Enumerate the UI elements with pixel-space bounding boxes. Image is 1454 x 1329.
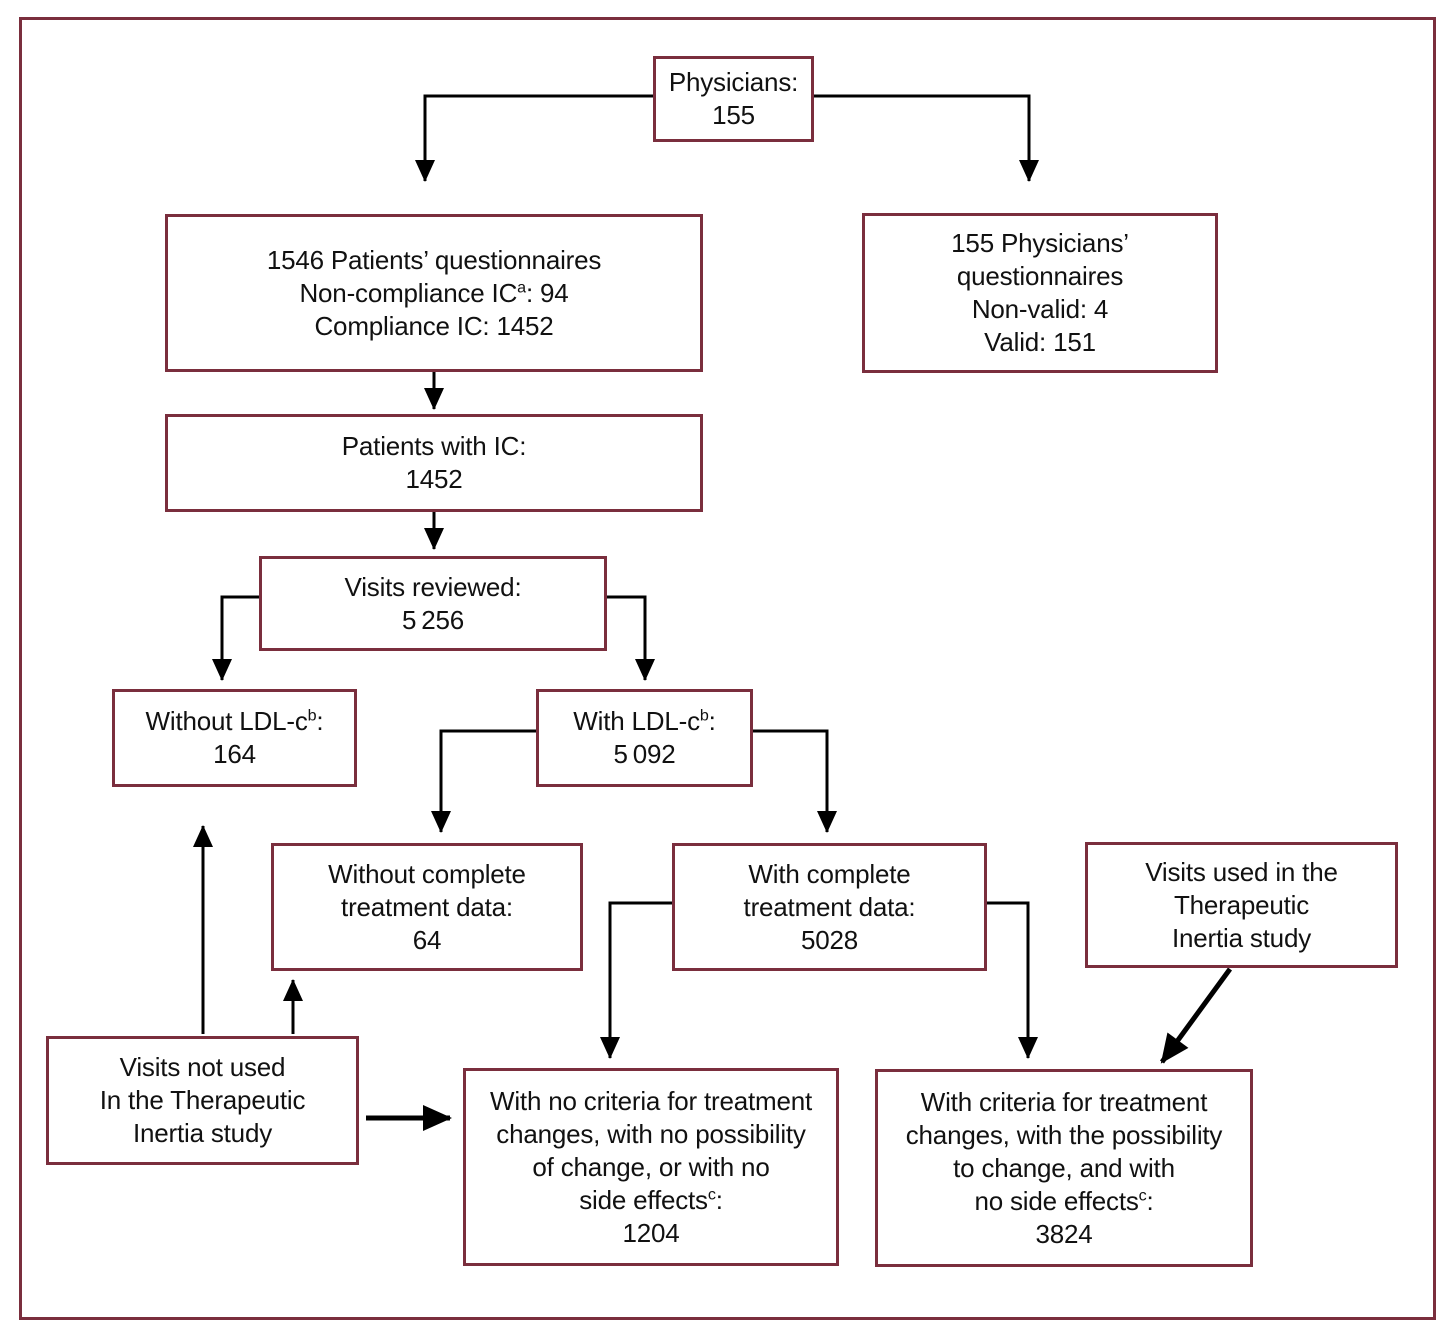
arrow-physicians-to-physicians-questionnaires (814, 94, 1039, 182)
node-without-ldl-c-label: Without LDL-cb:164 (145, 706, 324, 769)
node-patients-with-ic-label: Patients with IC:1452 (341, 431, 527, 494)
node-with-ldl-c-label: With LDL-cb:5 092 (573, 706, 716, 769)
arrow-with-ldl-to-with-complete (753, 729, 837, 833)
node-physicians: Physicians:155 (653, 56, 814, 142)
node-patients-with-ic: Patients with IC:1452 (165, 414, 703, 512)
node-physicians-label: Physicians:155 (668, 67, 799, 130)
arrow-visits-reviewed-to-without-ldl (212, 595, 259, 681)
node-without-ldl-c: Without LDL-cb:164 (112, 689, 357, 787)
node-visits-reviewed: Visits reviewed:5 256 (259, 556, 607, 651)
diagram-outer-frame (19, 17, 1436, 1320)
arrow-physicians-to-patients-questionnaires (415, 94, 653, 182)
arrow-visits-reviewed-to-with-ldl (607, 595, 655, 681)
node-visits-reviewed-label: Visits reviewed:5 256 (344, 571, 522, 635)
arrow-with-ldl-to-without-complete (431, 729, 536, 833)
arrow-with-complete-to-criteria (987, 901, 1038, 1059)
node-with-ldl-c: With LDL-cb:5 092 (536, 689, 753, 787)
arrow-with-complete-to-no-criteria (600, 901, 672, 1059)
arrow-visits-used-to-criteria (1159, 967, 1233, 1064)
